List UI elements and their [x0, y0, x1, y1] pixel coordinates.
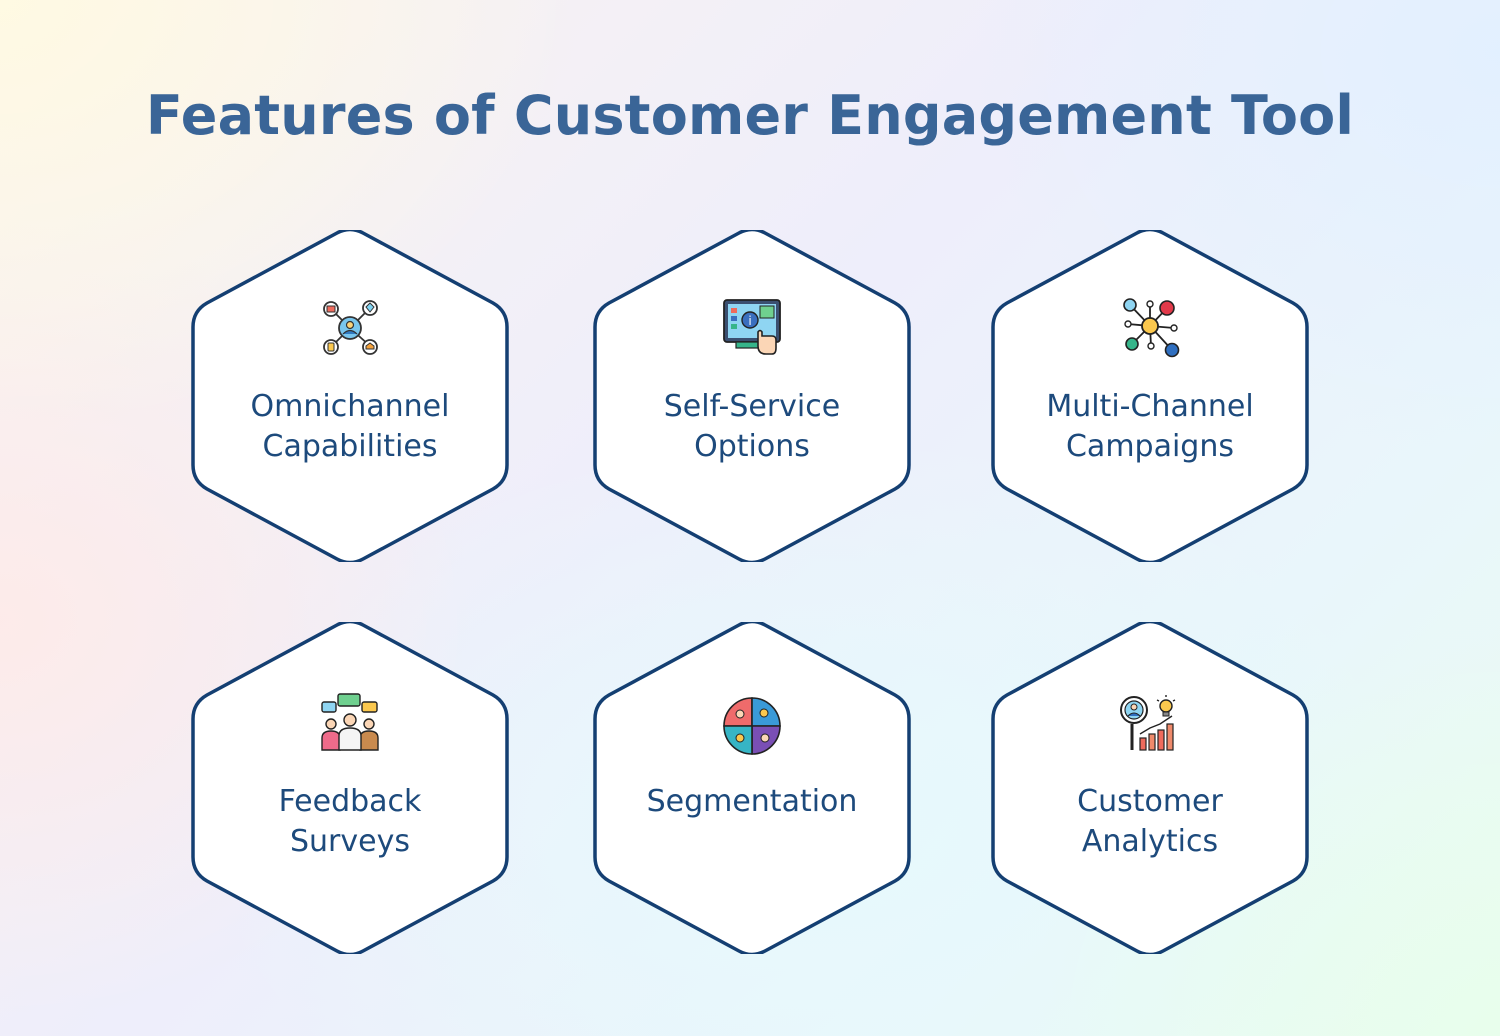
page-title: Features of Customer Engagement Tool [145, 84, 1355, 147]
feature-label: Segmentation [646, 784, 858, 819]
segmentation-circle-icon [723, 697, 781, 755]
hexagon-frame [991, 230, 1309, 562]
self-service-screen-icon: i [723, 299, 781, 355]
hexagon-frame [991, 622, 1309, 954]
omnichannel-network-icon [323, 300, 378, 355]
hexagon-frame [593, 622, 911, 954]
hexagon-frame [191, 622, 509, 954]
feature-segmentation: Segmentation [592, 622, 912, 954]
multi-channel-nodes-icon [1123, 298, 1180, 358]
hexagon-frame [191, 230, 509, 562]
svg-text:i: i [748, 314, 751, 328]
hexagon-frame [593, 230, 911, 562]
feedback-people-icon [321, 693, 379, 751]
customer-analytics-icon [1120, 695, 1176, 751]
